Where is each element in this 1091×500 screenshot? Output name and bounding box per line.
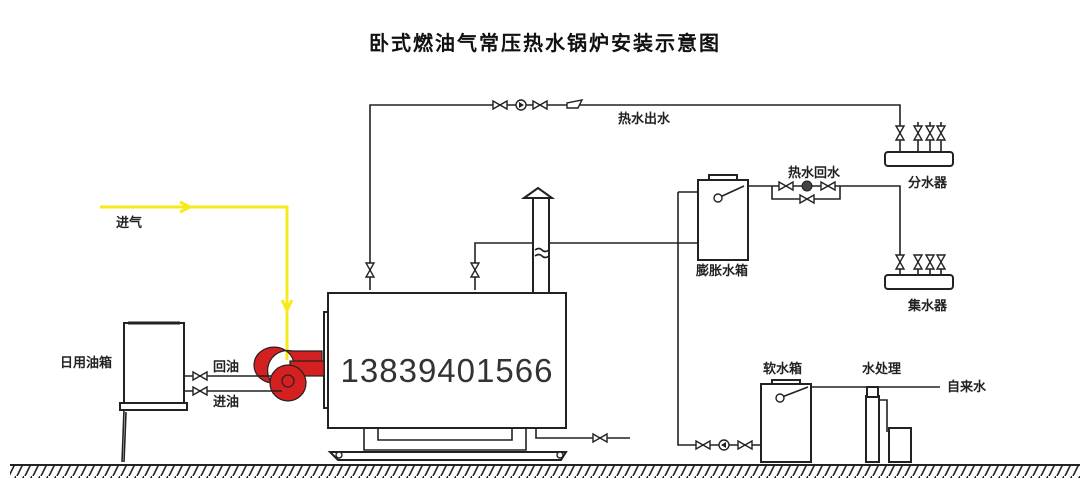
label-air-intake: 进气 <box>116 215 142 231</box>
daily-oil-tank <box>119 321 188 463</box>
valve-icon <box>913 125 923 141</box>
valve-icon <box>192 371 208 381</box>
boiler-phone-number: 13839401566 <box>341 352 554 389</box>
label-oil-inlet: 进油 <box>213 394 239 410</box>
soft-water-tank <box>760 379 812 463</box>
valve-icon <box>913 254 923 270</box>
water-treatment <box>865 386 912 463</box>
valve-icon <box>737 440 753 450</box>
valve-icon <box>936 125 946 141</box>
valve-icon <box>365 262 375 278</box>
valve-icon <box>192 386 208 396</box>
valve-icon <box>895 125 905 141</box>
check-valve-icon <box>566 99 584 109</box>
hot-water-return-line <box>748 180 901 270</box>
valve-icon <box>492 100 508 110</box>
air-intake-line <box>100 200 294 360</box>
expansion-tank <box>697 174 749 261</box>
valve-icon <box>925 254 935 270</box>
distributor <box>884 122 954 167</box>
valve-icon <box>778 181 794 191</box>
label-expansion-tank: 膨胀水箱 <box>695 263 748 279</box>
chimney-icon <box>520 186 556 294</box>
valve-icon <box>470 262 480 278</box>
burner-icon <box>253 346 325 402</box>
valve-icon <box>936 254 946 270</box>
pump-icon <box>801 180 813 192</box>
valve-icon <box>532 100 548 110</box>
label-hot-water-return: 热水回水 <box>788 165 841 181</box>
boiler: 13839401566 <box>323 292 568 461</box>
valve-icon <box>820 181 836 191</box>
collector <box>884 254 954 290</box>
pump-icon <box>718 439 730 451</box>
label-hot-water-out: 热水出水 <box>618 111 671 127</box>
label-soft-water-tank: 软水箱 <box>763 361 802 377</box>
valve-icon <box>592 433 608 443</box>
diagram-title: 卧式燃油气常压热水锅炉安装示意图 <box>369 31 721 55</box>
ground-hatch-icon <box>10 464 1080 478</box>
label-distributor: 分水器 <box>908 175 948 191</box>
pump-icon <box>515 99 527 111</box>
label-collector: 集水器 <box>907 298 948 314</box>
valve-icon <box>925 125 935 141</box>
label-oil-return: 回油 <box>213 359 239 375</box>
valve-icon <box>895 254 905 270</box>
hot-water-out-line <box>365 99 901 290</box>
valve-icon <box>799 194 815 204</box>
label-water-treatment: 水处理 <box>862 361 901 377</box>
label-tap-water: 自来水 <box>947 379 987 395</box>
float-valve-icon <box>719 185 745 198</box>
label-daily-oil-tank: 日用油箱 <box>60 355 112 371</box>
valve-icon <box>695 440 711 450</box>
